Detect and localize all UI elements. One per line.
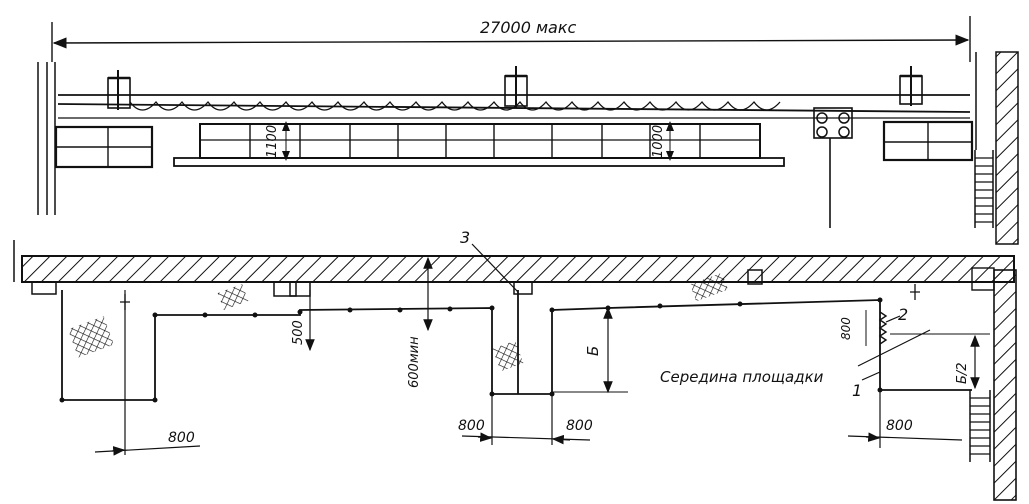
ceiling-slab — [13, 240, 1015, 283]
callout-2-label: 2 — [898, 305, 908, 324]
dimension-800-right: 800 — [847, 418, 963, 442]
left-platform — [54, 125, 154, 169]
dimension-B-half: Б/2 — [890, 333, 990, 390]
mesh-patch-4 — [689, 272, 729, 302]
dim-500-label: 500 — [291, 320, 306, 345]
dim-B-half-label: Б/2 — [955, 362, 970, 384]
right-wall — [975, 51, 1019, 245]
crane-beam — [57, 94, 971, 119]
dim-600-min-label: 600мин — [407, 336, 422, 388]
dim-800-right-label: 800 — [886, 418, 913, 434]
dim-800-vertical-label: 800 — [839, 317, 853, 340]
ceiling-brackets — [31, 269, 763, 297]
callout-3: 3 — [460, 228, 519, 293]
dimension-800-left: 800 — [94, 430, 201, 456]
callout-1: 1 — [852, 371, 881, 400]
left-column — [37, 62, 56, 215]
dim-B-label: Б — [584, 346, 602, 356]
mesh-patch-1 — [68, 316, 114, 358]
right-platform — [882, 120, 974, 162]
mesh-patch-3 — [492, 340, 524, 372]
dimension-B: Б — [552, 306, 628, 394]
platform-middle-annotation: Середина площадки — [660, 329, 931, 386]
dimension-600-min: 600мин — [407, 256, 433, 388]
central-walkway: 1100 1000 — [173, 121, 785, 167]
dimension-800-center: 800 800 — [458, 418, 593, 445]
mesh-patch-2 — [217, 284, 249, 310]
dimension-800-vertical: 800 — [839, 310, 888, 346]
dim-800-left-label: 800 — [168, 430, 195, 446]
callout-3-label: 3 — [460, 228, 470, 247]
right-ladder — [974, 150, 994, 228]
callout-2: 2 — [885, 305, 908, 324]
crane-end-truck-middle — [504, 66, 528, 108]
lower-right-ladder — [969, 390, 991, 462]
dim-800-center-left-label: 800 — [458, 418, 485, 434]
bottom-view: 500 600мин Б 800 Б/2 3 — [13, 228, 1017, 501]
right-wall-lower — [971, 267, 1017, 501]
crane-end-truck-right — [899, 66, 923, 106]
dimension-500: 500 — [291, 290, 315, 352]
top-view: 27000 макс — [37, 16, 1019, 245]
crane-end-truck-left — [107, 70, 131, 110]
dim-800-center-right-label: 800 — [566, 418, 593, 434]
span-dimension: 27000 макс — [51, 16, 971, 62]
height-label-left: 1100 — [265, 125, 280, 158]
height-label-right: 1000 — [651, 125, 666, 158]
span-label: 27000 макс — [480, 18, 577, 37]
callout-1-label: 1 — [852, 381, 862, 400]
platform-middle-label: Середина площадки — [660, 368, 824, 386]
hook-trolley — [813, 107, 853, 228]
walkway-route — [59, 290, 972, 455]
